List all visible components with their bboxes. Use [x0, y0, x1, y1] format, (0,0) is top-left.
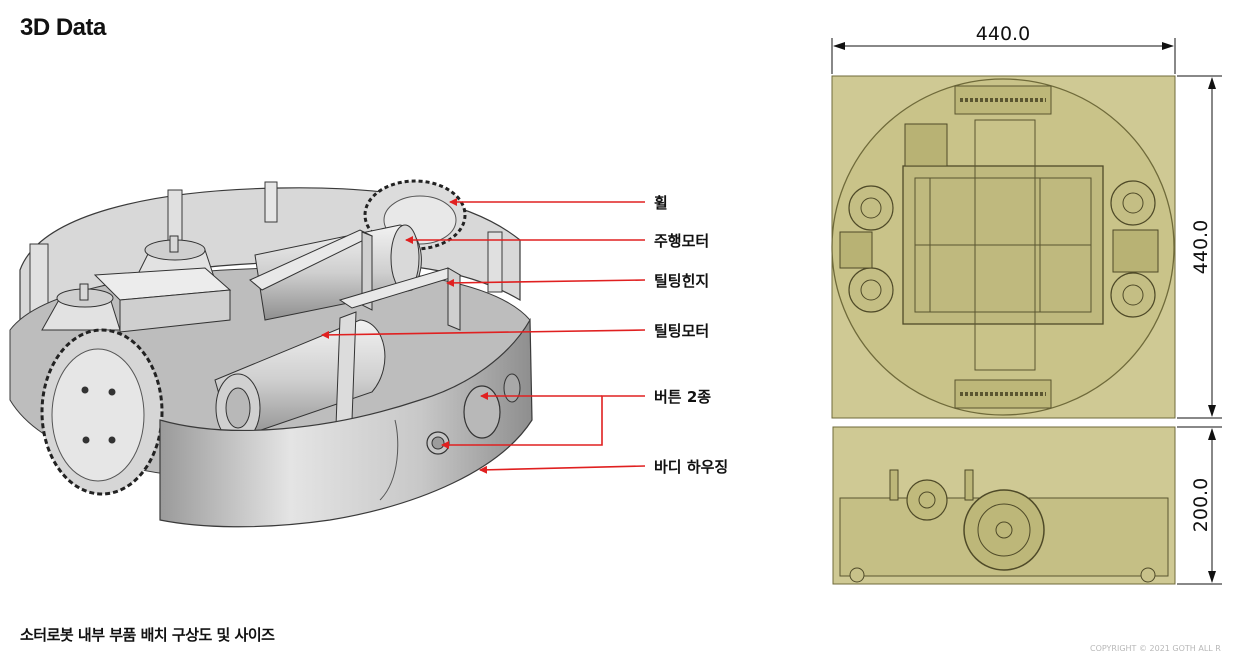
body-housing-front — [159, 317, 533, 528]
button-large — [463, 385, 501, 439]
callout-tilting-hinge: 틸팅힌지 — [654, 272, 709, 290]
dimension-lines — [831, 38, 1222, 585]
callout-buttons: 버튼 2종 — [654, 388, 711, 406]
page-title: 3D Data — [20, 14, 106, 41]
top-view-drawing — [831, 75, 1176, 419]
callout-drive-motor: 주행모터 — [654, 232, 709, 250]
callout-wheel: 휠 — [654, 194, 668, 212]
dim-top-width: 440.0 — [976, 23, 1030, 45]
side-view-drawing — [832, 426, 1176, 585]
callout-lines — [321, 198, 646, 474]
callout-tilting-motor: 틸팅모터 — [654, 322, 709, 340]
dim-top-height: 440.0 — [1190, 220, 1212, 274]
dim-side-height: 200.0 — [1190, 478, 1212, 532]
callout-body-housing: 바디 하우징 — [654, 458, 728, 476]
robot-3d-model — [9, 179, 533, 528]
figure-caption: 소터로봇 내부 부품 배치 구상도 및 사이즈 — [20, 626, 275, 644]
copyright-text: COPYRIGHT © 2021 GOTH ALL R — [1090, 644, 1221, 653]
